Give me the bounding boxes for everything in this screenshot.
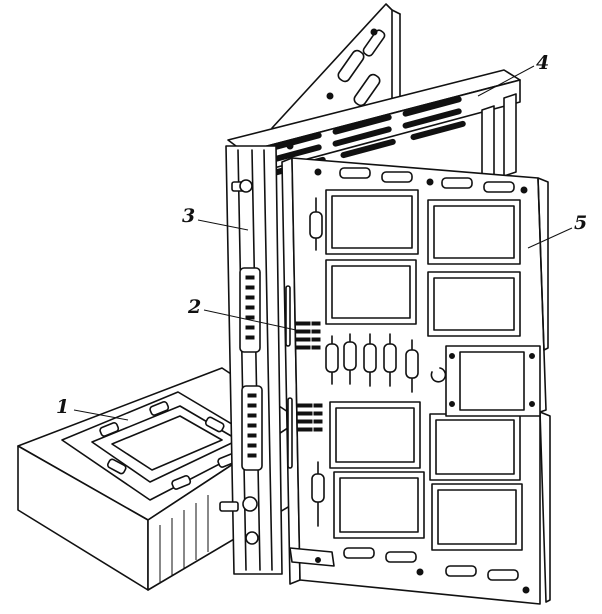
leader-3	[197, 219, 249, 231]
leader-4	[477, 65, 535, 97]
circuit-board	[281, 157, 551, 605]
leader-5	[527, 227, 573, 249]
side-guide-rail	[219, 145, 283, 575]
callout-1: 1	[56, 396, 70, 418]
leader-2	[203, 309, 297, 331]
callout-5: 5	[574, 212, 588, 234]
callout-3: 3	[182, 205, 196, 227]
leader-lines	[73, 65, 573, 421]
leader-1	[73, 409, 129, 421]
callout-2: 2	[188, 296, 202, 318]
callout-4: 4	[536, 52, 550, 74]
